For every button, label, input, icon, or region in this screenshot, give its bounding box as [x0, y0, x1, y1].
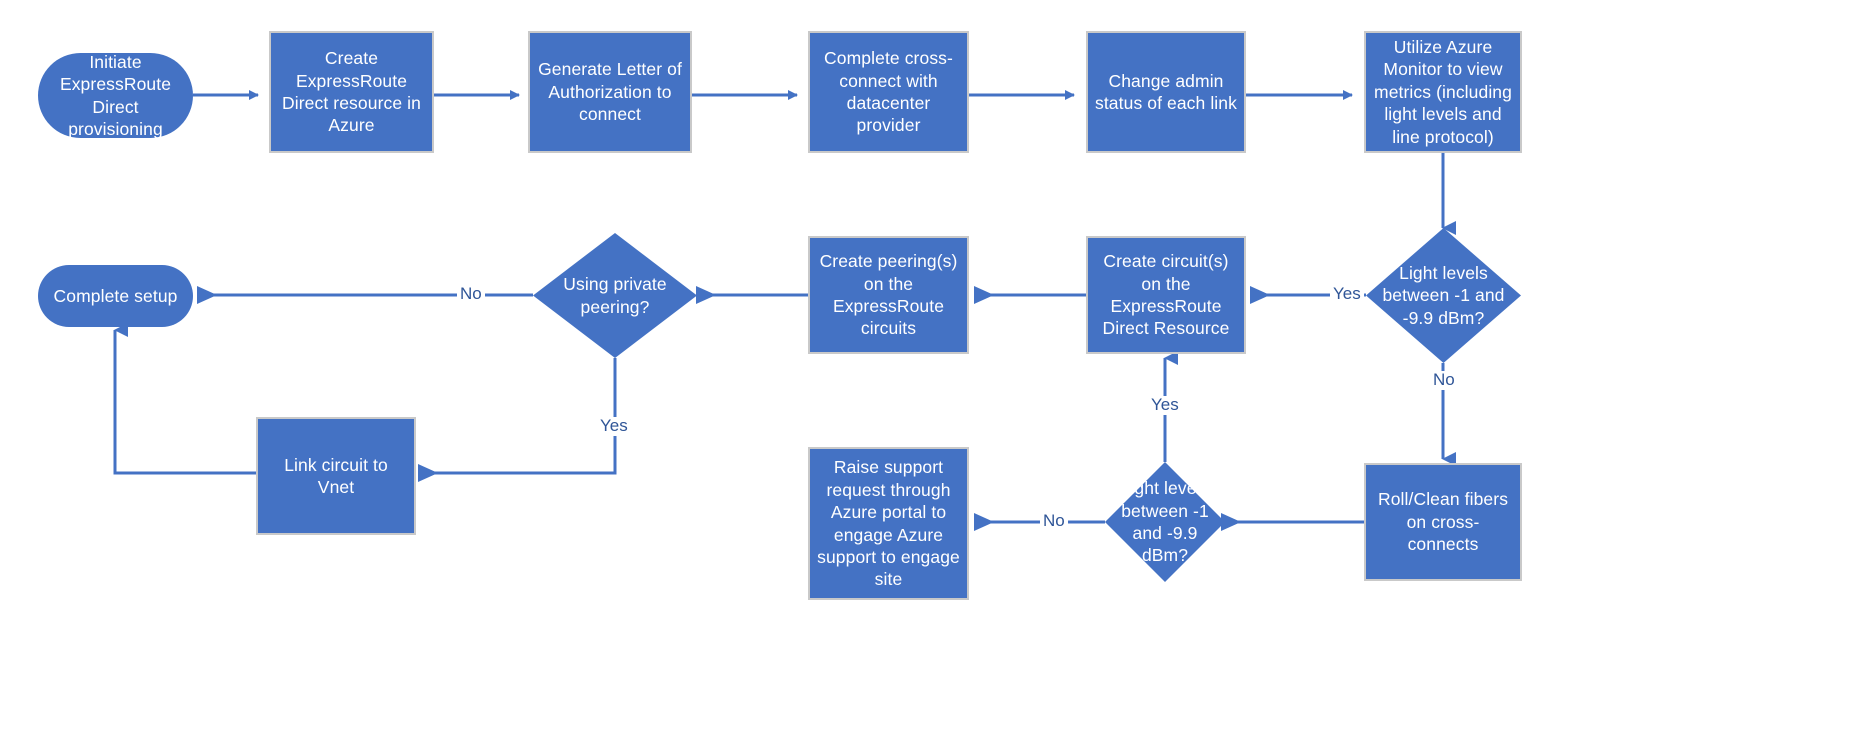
node-create-peerings[interactable]: Create peering(s) on the ExpressRoute ci…	[808, 236, 969, 354]
node-link-circuit-to-vnet[interactable]: Link circuit to Vnet	[256, 417, 416, 535]
node-label: Create ExpressRoute Direct resource in A…	[282, 48, 421, 136]
node-label: Complete cross-connect with datacenter p…	[824, 48, 953, 136]
node-complete-cross-connect[interactable]: Complete cross-connect with datacenter p…	[808, 31, 969, 153]
edge-label-yes-peering: Yes	[597, 416, 631, 436]
edge-label-no-light2: No	[1040, 511, 1068, 531]
node-roll-clean-fibers[interactable]: Roll/Clean fibers on cross-connects	[1364, 463, 1522, 581]
node-label: Utilize Azure Monitor to view metrics (i…	[1374, 37, 1512, 147]
node-create-expressroute-direct[interactable]: Create ExpressRoute Direct resource in A…	[269, 31, 434, 153]
node-generate-loa[interactable]: Generate Letter of Authorization to conn…	[528, 31, 692, 153]
node-label: Roll/Clean fibers on cross-connects	[1377, 489, 1509, 555]
node-label: Create peering(s) on the ExpressRoute ci…	[819, 251, 958, 339]
node-utilize-azure-monitor[interactable]: Utilize Azure Monitor to view metrics (i…	[1364, 31, 1522, 153]
node-initiate-provisioning[interactable]: Initiate ExpressRoute Direct provisionin…	[38, 51, 193, 139]
node-raise-support-request[interactable]: Raise support request through Azure port…	[808, 447, 969, 600]
node-complete-setup[interactable]: Complete setup	[38, 265, 193, 327]
edge-linkvnet-to-complete	[113, 323, 256, 475]
node-label: Complete setup	[53, 285, 178, 306]
node-label: Generate Letter of Authorization to conn…	[538, 59, 682, 125]
node-change-admin-status[interactable]: Change admin status of each link	[1086, 31, 1246, 153]
node-light-levels-check-1[interactable]: Light levels between -1 and -9.9 dBm?	[1366, 228, 1521, 363]
node-create-circuits[interactable]: Create circuit(s) on the ExpressRoute Di…	[1086, 236, 1246, 354]
edge-label-no-peering: No	[457, 284, 485, 304]
node-label: Raise support request through Azure port…	[817, 457, 960, 590]
node-label: Change admin status of each link	[1095, 70, 1237, 113]
node-label: Light levels between -1 and -9.9 dBm?	[1120, 478, 1210, 566]
edge-label-yes-light2: Yes	[1148, 395, 1182, 415]
edge-label-no-light1: No	[1430, 370, 1458, 390]
node-light-levels-check-2[interactable]: Light levels between -1 and -9.9 dBm?	[1105, 462, 1225, 582]
node-label: Light levels between -1 and -9.9 dBm?	[1382, 262, 1505, 328]
node-using-private-peering[interactable]: Using private peering?	[533, 233, 697, 358]
node-label: Create circuit(s) on the ExpressRoute Di…	[1102, 251, 1230, 339]
node-label: Initiate ExpressRoute Direct provisionin…	[59, 51, 172, 139]
node-label: Link circuit to Vnet	[284, 454, 388, 497]
edge-peering-yes-to-linkvnet	[418, 358, 617, 482]
node-label: Using private peering?	[563, 274, 667, 317]
edge-label-yes-light1: Yes	[1330, 284, 1364, 304]
